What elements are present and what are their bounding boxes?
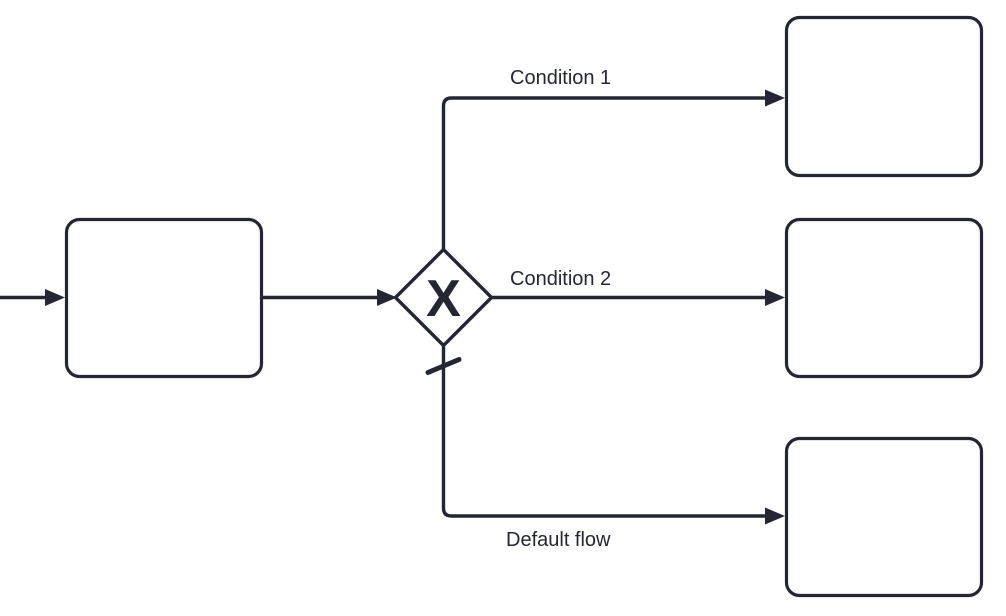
task-default-flow-target[interactable]	[784, 436, 984, 598]
arrowhead-icon	[765, 507, 785, 525]
arrowhead-icon	[45, 289, 65, 306]
flow-condition-1[interactable]: Condition 1	[441, 67, 786, 250]
arrowhead-icon	[765, 289, 785, 306]
arrowhead-icon	[377, 289, 397, 306]
flow-default-line	[441, 345, 766, 518]
flow-condition-2-label: Condition 2	[510, 268, 611, 290]
gateway-x-symbol: X	[426, 270, 461, 328]
flow-default[interactable]: Default flow	[425, 345, 785, 551]
arrowhead-icon	[765, 89, 785, 107]
flow-condition-1-label: Condition 1	[510, 67, 611, 89]
task-source[interactable]	[64, 217, 264, 379]
task-condition-2-target[interactable]	[784, 217, 984, 379]
default-flow-tick-icon	[425, 357, 462, 375]
flow-default-label: Default flow	[506, 529, 611, 551]
incoming-sequence-flow[interactable]	[0, 289, 65, 306]
exclusive-gateway[interactable]: X	[393, 247, 494, 348]
flow-task-to-gateway[interactable]	[263, 289, 397, 306]
flow-condition-1-line	[441, 96, 766, 250]
flow-condition-2[interactable]: Condition 2	[491, 268, 785, 306]
gateway-diamond	[393, 247, 494, 348]
task-condition-1-target[interactable]	[784, 15, 984, 178]
